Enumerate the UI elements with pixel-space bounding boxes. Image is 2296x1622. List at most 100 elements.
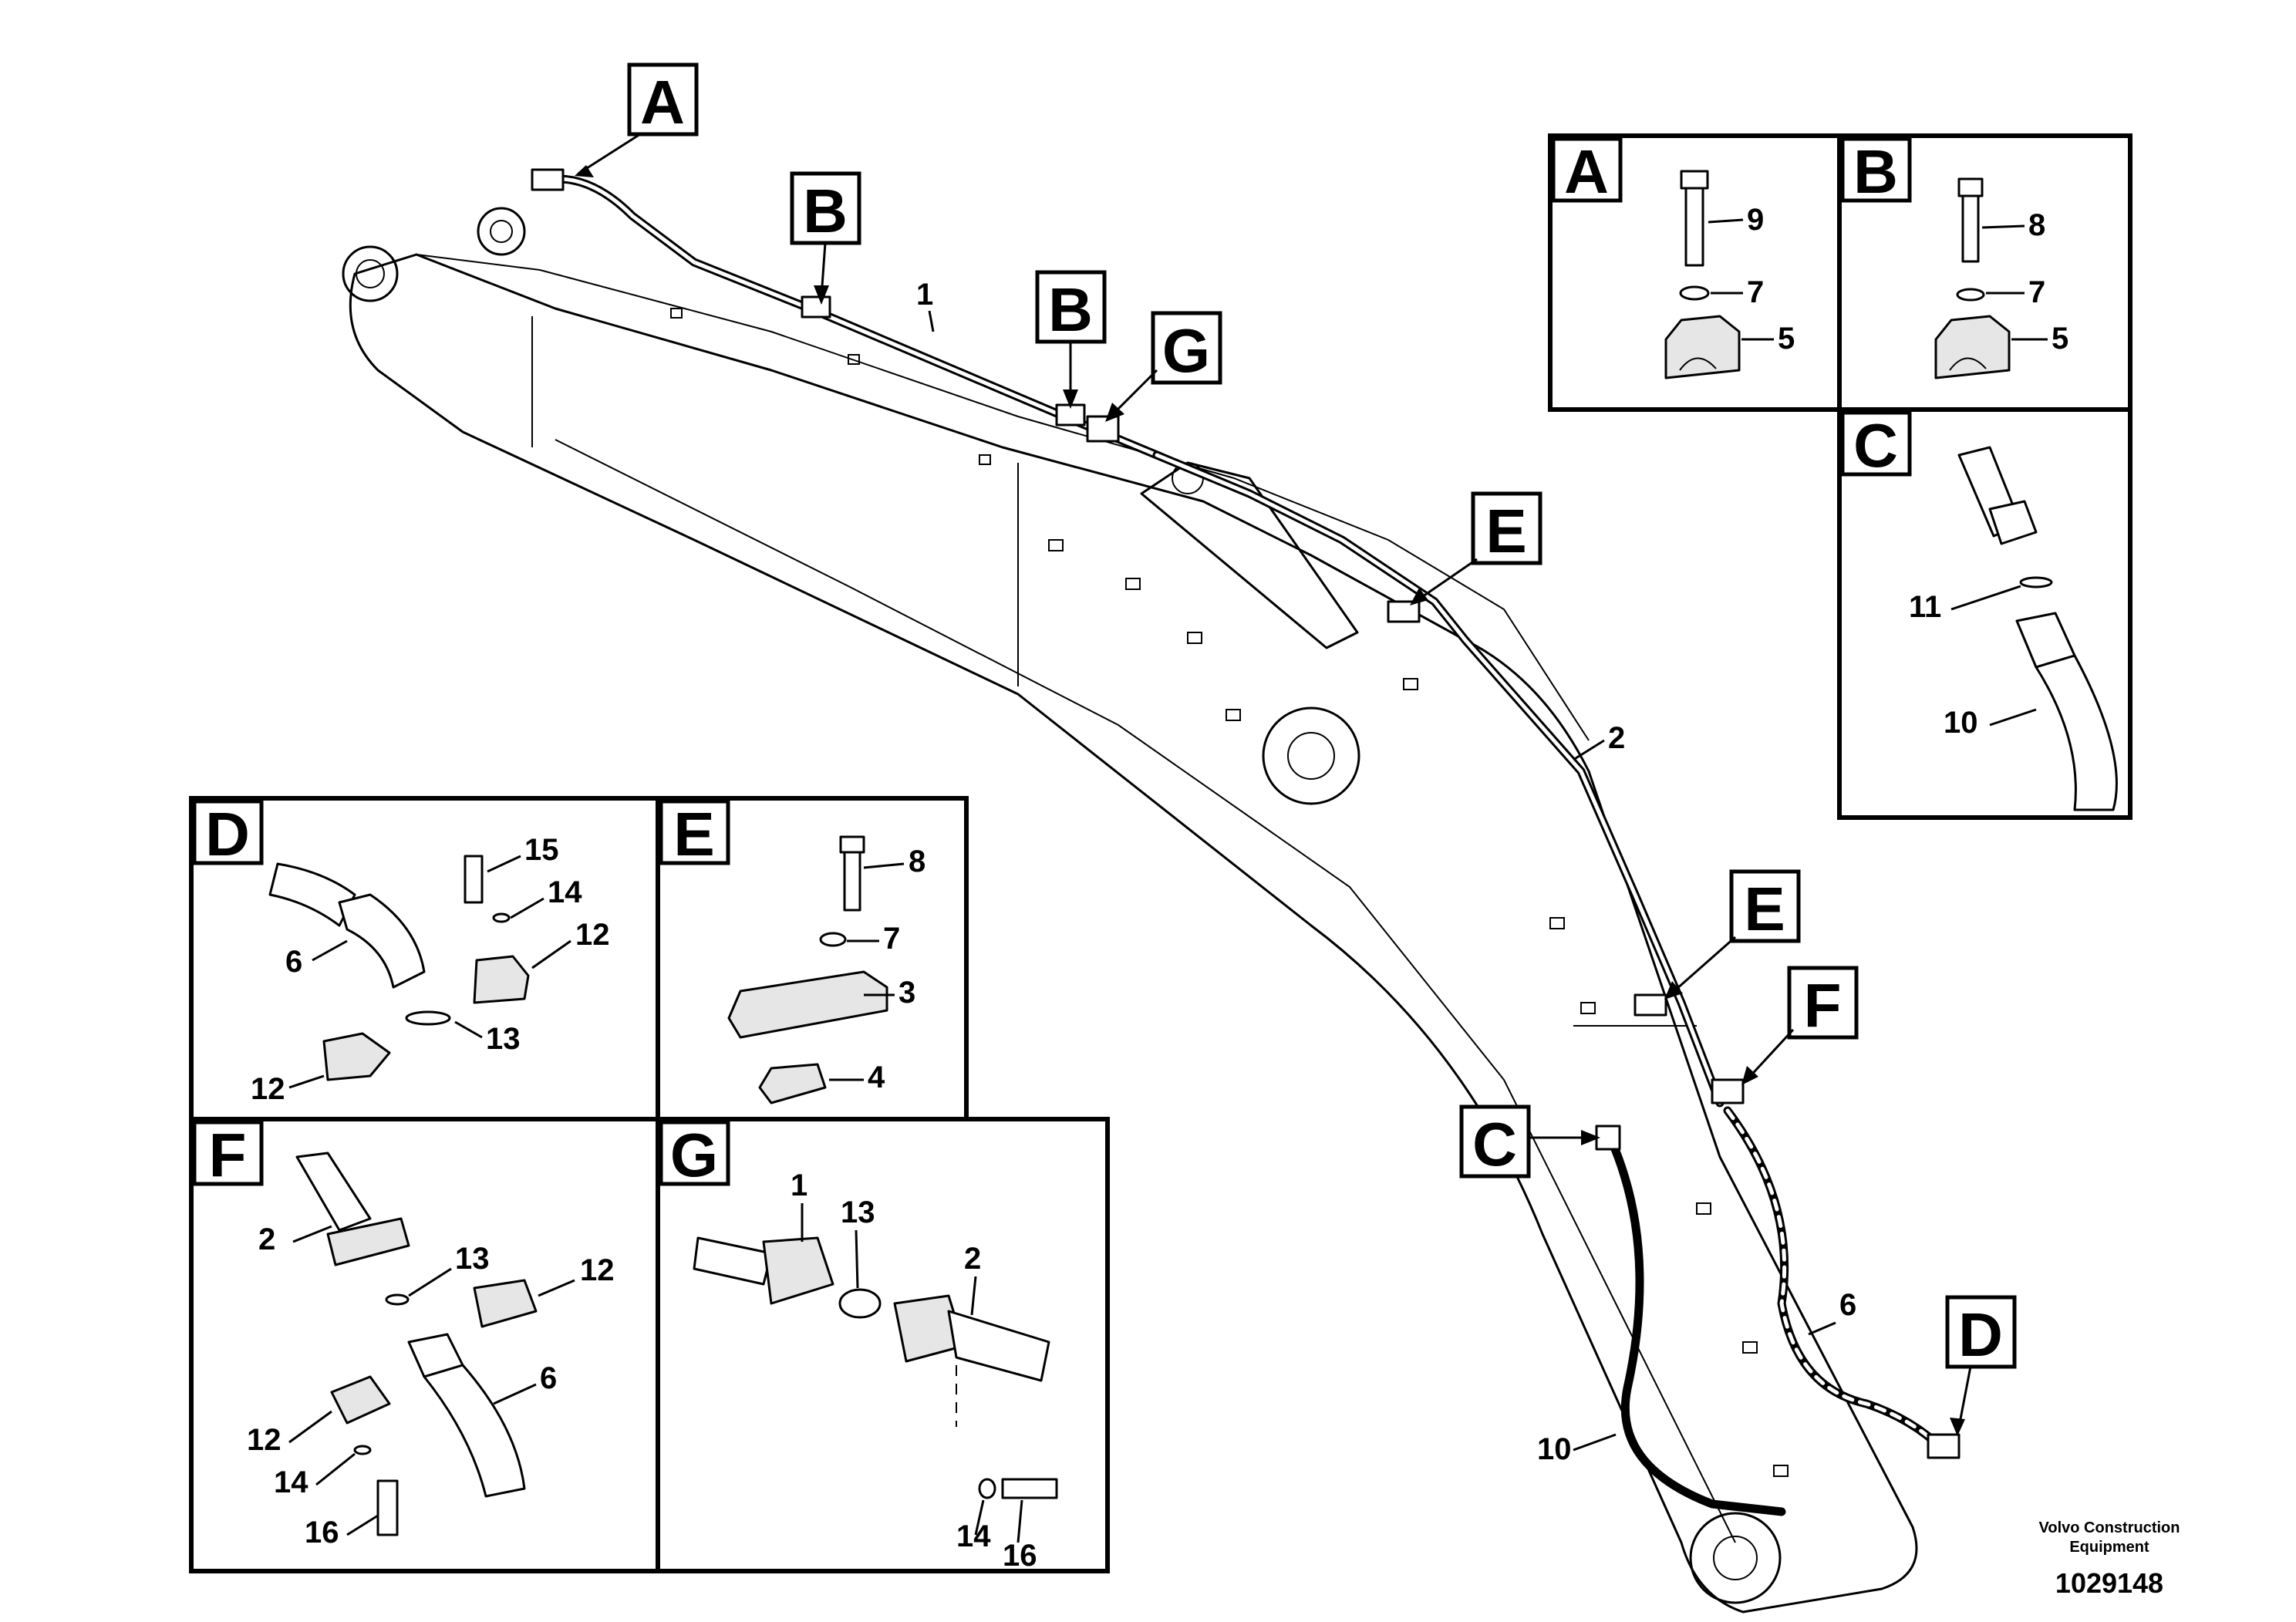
svg-text:6: 6 [540, 1361, 557, 1395]
callout-a[interactable]: A [575, 62, 699, 177]
bolt-9-head [1680, 170, 1709, 190]
svg-text:3: 3 [899, 976, 915, 1010]
bolt-8-shank [1961, 194, 1980, 263]
callout-f[interactable]: F [1741, 966, 1859, 1085]
svg-text:E: E [673, 800, 714, 868]
main-label-2: 2 [1608, 721, 1625, 755]
svg-text:16: 16 [305, 1516, 339, 1549]
svg-text:12: 12 [247, 1423, 282, 1457]
svg-text:2: 2 [964, 1242, 981, 1276]
callout-g[interactable]: G [1105, 311, 1222, 422]
callout-b-2[interactable]: B [1035, 270, 1107, 409]
washer-7 [1679, 285, 1710, 301]
brand-line-1: Volvo Construction [2039, 1519, 2180, 1536]
boom-bottom-flange [555, 439, 1736, 1543]
svg-text:7: 7 [1747, 275, 1764, 309]
svg-text:9: 9 [1747, 203, 1764, 237]
svg-text:12: 12 [575, 918, 610, 952]
callout-b-1[interactable]: B [790, 171, 861, 305]
callout-d[interactable]: D [1945, 1295, 2017, 1436]
detail-b: B 8 7 5 [1840, 137, 2068, 379]
clamp-5b [1934, 315, 2011, 379]
svg-text:7: 7 [2028, 275, 2045, 309]
svg-text:D: D [1958, 1300, 2003, 1369]
svg-text:7: 7 [883, 922, 900, 956]
bolt-8-e-shank [843, 851, 861, 912]
svg-text:E: E [1485, 497, 1526, 565]
svg-text:13: 13 [841, 1195, 875, 1229]
detail-e: E 8 7 3 4 [659, 799, 925, 1104]
washer-7-e [819, 932, 847, 947]
boom-body [349, 253, 1918, 1614]
clamp-f-main [1711, 1078, 1745, 1104]
fitting-d-main [1927, 1433, 1961, 1459]
hose-10 [1607, 1137, 1786, 1516]
svg-text:11: 11 [1909, 590, 1941, 624]
svg-text:8: 8 [2028, 208, 2045, 242]
callout-e-2[interactable]: E [1664, 869, 1801, 1000]
pipe-2-f [295, 1152, 372, 1232]
elbow-fitting [338, 893, 426, 989]
svg-text:G: G [670, 1121, 718, 1189]
hose-6-d [268, 862, 356, 927]
svg-text:14: 14 [548, 875, 582, 909]
detail-c: C 11 10 [1840, 410, 2118, 811]
o-ring-13-g [838, 1288, 882, 1319]
upper-boss-hole [490, 220, 513, 243]
svg-text:A: A [640, 68, 685, 137]
bolt-8-head [1957, 177, 1984, 197]
boom-drawing [342, 207, 1918, 1614]
flange-2-f [326, 1217, 410, 1266]
foot-pin-hole [356, 259, 385, 288]
o-ring-13-d [405, 1010, 451, 1026]
clamp-5 [1664, 315, 1741, 379]
main-part-numbers: 1 2 6 10 [916, 278, 1856, 1466]
svg-text:12: 12 [580, 1253, 615, 1287]
flange-g-main [1086, 415, 1120, 443]
callout-c[interactable]: C [1459, 1104, 1600, 1179]
clamp-12b-f [330, 1375, 391, 1425]
detail-a: A 9 7 5 [1551, 137, 1795, 379]
flange-1-g [762, 1236, 834, 1305]
main-label-10: 10 [1537, 1432, 1572, 1466]
svg-text:A: A [1564, 137, 1609, 206]
washer-14-g [978, 1478, 996, 1499]
hose-routing [531, 168, 1961, 1516]
clamp-e1-main [1387, 600, 1421, 623]
clamp-half-12a [473, 955, 530, 1004]
svg-text:B: B [1048, 275, 1093, 344]
svg-text:15: 15 [524, 833, 559, 867]
svg-text:C: C [1853, 411, 1898, 480]
clamp-half-12b [322, 1032, 391, 1081]
clamp-3 [727, 970, 888, 1039]
detail-d: D 15 14 12 6 13 12 [192, 799, 610, 1106]
clamp-e2-main [1633, 993, 1667, 1017]
detail-g: G 1 13 2 14 16 [659, 1120, 1058, 1573]
weld-pads [670, 308, 1789, 1477]
callout-e-1[interactable]: E [1410, 491, 1542, 605]
svg-text:5: 5 [1778, 322, 1795, 356]
washer-14-d [492, 912, 511, 923]
main-label-6: 6 [1839, 1288, 1856, 1322]
document-number: 1029148 [2055, 1567, 2163, 1599]
bolt-8-e-head [839, 835, 865, 854]
boom-top-flange [416, 254, 1590, 741]
detail-panel-abc: A 9 7 5 B 8 7 5 [1548, 133, 2132, 820]
svg-text:E: E [1744, 875, 1785, 943]
foot-pin-boss [342, 245, 399, 302]
main-label-1: 1 [916, 278, 933, 312]
brand-line-2: Equipment [2069, 1539, 2149, 1556]
clamp-4 [758, 1063, 827, 1104]
washer-7b [1956, 288, 1985, 302]
svg-text:C: C [1472, 1110, 1517, 1179]
svg-text:1: 1 [791, 1168, 807, 1202]
svg-text:10: 10 [1944, 706, 1978, 740]
pipe-1-g [693, 1236, 773, 1286]
svg-text:B: B [1853, 137, 1898, 206]
detail-f: F 2 13 12 6 12 14 16 [192, 1120, 615, 1549]
detail-panel-defg: D 15 14 12 6 13 12 E [189, 796, 1110, 1573]
bolt-16-f [376, 1479, 399, 1536]
arm-nose-hole [1713, 1536, 1758, 1580]
clamp-b1-main [801, 295, 831, 319]
washer-14-f [353, 1445, 372, 1455]
